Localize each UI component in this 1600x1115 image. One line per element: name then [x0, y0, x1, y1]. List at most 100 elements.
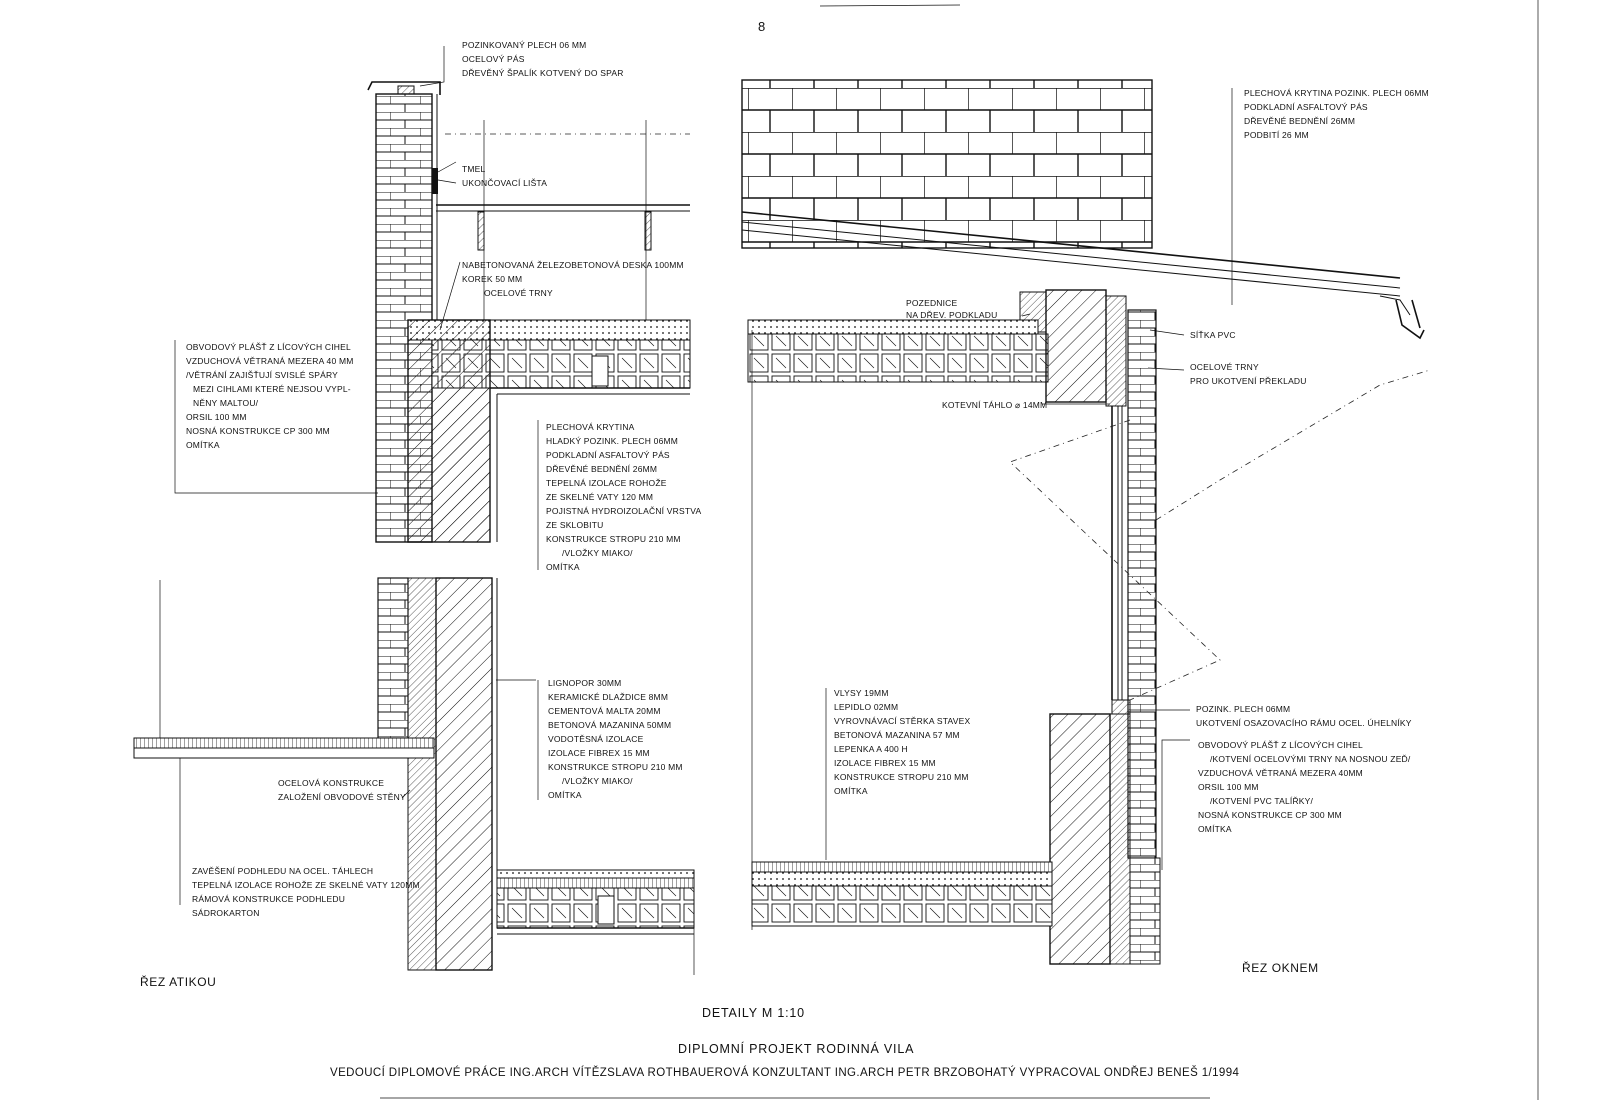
label-sealant-1: TMEL [462, 164, 486, 174]
label-pins: OCELOVÉ TRNY PRO UKOTVENÍ PŘEKLADU [1190, 362, 1307, 386]
label-wall-left-4: MEZI CIHLAMI KTERÉ NEJSOU VYPL- [193, 384, 351, 394]
detail-title: DETAILY M 1:10 [702, 1006, 805, 1020]
label-floor-left-1: LIGNOPOR 30MM [548, 678, 621, 688]
floor-section-left [133, 577, 695, 975]
lower-bearing-wall [435, 577, 493, 971]
caption-right: ŘEZ OKNEM [1242, 960, 1319, 975]
label-floor-left-2: KERAMICKÉ DLAŽDICE 8MM [548, 692, 668, 702]
label-floor-right-4: BETONOVÁ MAZANINA 57 MM [834, 730, 960, 740]
label-roof-left-4: DŘEVĚNÉ BEDNĚNÍ 26MM [546, 464, 657, 474]
gutter [1395, 299, 1425, 340]
label-wall-right: OBVODOVÝ PLÁŠŤ Z LÍCOVÝCH CIHEL /KOTVENÍ… [1198, 740, 1411, 834]
label-floor-left-9: OMÍTKA [548, 790, 582, 800]
label-sill-2: UKOTVENÍ OSAZOVACÍHO RÁMU OCEL. ÚHELNÍKY [1196, 718, 1412, 728]
roof-slope [741, 211, 1401, 279]
sheet-edge-line [819, 4, 961, 7]
floor-structure [496, 887, 695, 929]
page-number: 8 [758, 19, 765, 34]
label-slab-3: OCELOVÉ TRNY [484, 288, 553, 298]
label-floor-right-2: LEPIDLO 02MM [834, 702, 898, 712]
label-wall-right-6: NOSNÁ KONSTRUKCE CP 300 MM [1198, 810, 1342, 820]
label-floor-right-1: VLYSY 19MM [834, 688, 889, 698]
label-roof-left: PLECHOVÁ KRYTINA HLADKÝ POZINK. PLECH 06… [546, 422, 701, 572]
label-floor-left-3: CEMENTOVÁ MALTA 20MM [548, 706, 661, 716]
label-roof-left-9: KONSTRUKCE STROPU 210 MM [546, 534, 681, 544]
label-roof-left-11: OMÍTKA [546, 562, 580, 572]
label-wall-right-7: OMÍTKA [1198, 824, 1232, 834]
floor-slab-left [133, 737, 435, 749]
wooden-block [397, 85, 415, 95]
label-wall-right-5: /KOTVENÍ PVC TALÍŘKY/ [1210, 796, 1314, 806]
caption-left: ŘEZ ATIKOU [140, 974, 216, 989]
label-steel: OCELOVÁ KONSTRUKCE ZALOŽENÍ OBVODOVÉ STĚ… [278, 778, 406, 802]
label-wall-left-8: OMÍTKA [186, 440, 220, 450]
label-floor-right-7: KONSTRUKCE STROPU 210 MM [834, 772, 969, 782]
label-floor-right-3: VYROVNÁVACÍ STĚRKA STAVEX [834, 716, 970, 726]
label-ceiling-2: TEPELNÁ IZOLACE ROHOŽE ZE SKELNÉ VATY 12… [192, 880, 420, 890]
label-parapet-3: DŘEVĚNÝ ŠPALÍK KOTVENÝ DO SPAR [462, 68, 624, 78]
parapet-cap [367, 81, 441, 95]
label-wall-left-7: NOSNÁ KONSTRUKCE CP 300 MM [186, 426, 330, 436]
label-floor-left-4: BETONOVÁ MAZANINA 50MM [548, 720, 671, 730]
label-floor-left-5: VODOTĚSNÁ IZOLACE [548, 734, 644, 744]
label-floor-left-6: IZOLACE FIBREX 15 MM [548, 748, 650, 758]
label-floor-left-8: /VLOŽKY MIAKO/ [562, 776, 633, 786]
label-floor-right-5: LEPENKA A 400 H [834, 744, 908, 754]
ceiling-slab-right [747, 333, 1049, 383]
label-sill-1: POZINK. PLECH 06MM [1196, 704, 1290, 714]
label-roof-left-5: TEPELNÁ IZOLACE ROHOŽE [546, 478, 667, 488]
label-floor-right: VLYSY 19MM LEPIDLO 02MM VYROVNÁVACÍ STĚR… [834, 688, 970, 796]
leader-lines [174, 46, 1233, 870]
label-pins-1: OCELOVÉ TRNY [1190, 362, 1259, 372]
label-roof-left-6: ZE SKELNÉ VATY 120 MM [546, 492, 653, 502]
label-wall-right-3: VZDUCHOVÁ VĚTRANÁ MEZERA 40MM [1198, 768, 1363, 778]
label-floor-right-8: OMÍTKA [834, 786, 868, 796]
label-wall-left-6: ORSIL 100 MM [186, 412, 247, 422]
label-parapet-2: OCELOVÝ PÁS [462, 54, 525, 64]
upper-brick-wall [741, 79, 1153, 249]
window-swing-line [1009, 419, 1221, 701]
label-tie: KOTEVNÍ TÁHLO ⌀ 14MM [942, 400, 1047, 410]
label-roof-right-4: PODBITÍ 26 MM [1244, 130, 1309, 140]
label-roof-right-1: PLECHOVÁ KRYTINA POZINK. PLECH 06MM [1244, 88, 1429, 98]
label-roof-right: PLECHOVÁ KRYTINA POZINK. PLECH 06MM PODK… [1244, 88, 1429, 140]
label-wall-left-1: OBVODOVÝ PLÁŠŤ Z LÍCOVÝCH CIHEL [186, 342, 351, 352]
label-plate: POZEDNICE NA DŘEV. PODKLADU [906, 298, 997, 320]
label-roof-left-8: ZE SKLOBITU [546, 520, 603, 530]
label-ceiling-1: ZAVĚŠENÍ PODHLEDU NA OCEL. TÁHLECH [192, 866, 373, 876]
floor-slab-right [751, 885, 1053, 927]
label-wall-left-5: NĚNY MALTOU/ [193, 398, 259, 408]
label-mesh: SÍŤKA PVC [1190, 330, 1236, 340]
label-roof-left-10: /VLOŽKY MIAKO/ [562, 548, 633, 558]
label-sealant: TMEL UKONČOVACÍ LIŠTA [462, 164, 547, 188]
credits-line: VEDOUCÍ DIPLOMOVÉ PRÁCE ING.ARCH VÍTĚZSL… [330, 1066, 1240, 1079]
label-floor-left: LIGNOPOR 30MM KERAMICKÉ DLAŽDICE 8MM CEM… [548, 678, 683, 800]
label-slab-1: NABETONOVANÁ ŽELEZOBETONOVÁ DESKA 100MM [462, 260, 684, 270]
label-wall-right-1: OBVODOVÝ PLÁŠŤ Z LÍCOVÝCH CIHEL [1198, 740, 1363, 750]
sealant-trim [432, 168, 438, 194]
label-ceiling-3: RÁMOVÁ KONSTRUKCE PODHLEDU [192, 894, 345, 904]
label-roof-left-7: POJISTNÁ HYDROIZOLAČNÍ VRSTVA [546, 506, 701, 516]
label-plate-2: NA DŘEV. PODKLADU [906, 310, 997, 320]
face-brick-wall-right [1127, 309, 1157, 859]
label-parapet-1: POZINKOVANÝ PLECH 06 MM [462, 40, 586, 50]
bearing-wall-right-bottom [1049, 713, 1111, 965]
bearing-wall-right-top [1045, 289, 1107, 403]
label-roof-right-3: DŘEVĚNÉ BEDNĚNÍ 26MM [1244, 116, 1355, 126]
label-roof-left-2: HLADKÝ POZINK. PLECH 06MM [546, 436, 678, 446]
label-pins-2: PRO UKOTVENÍ PŘEKLADU [1190, 376, 1307, 386]
parapet-section [367, 81, 691, 543]
label-roof-right-2: PODKLADNÍ ASFALTOVÝ PÁS [1244, 102, 1368, 112]
label-roof-left-3: PODKLADNÍ ASFALTOVÝ PÁS [546, 450, 670, 460]
label-roof-left-1: PLECHOVÁ KRYTINA [546, 422, 635, 432]
label-ceiling: ZAVĚŠENÍ PODHLEDU NA OCEL. TÁHLECH TEPEL… [192, 866, 420, 918]
label-wall-left-2: VZDUCHOVÁ VĚTRANÁ MEZERA 40 MM [186, 356, 354, 366]
label-parapet: POZINKOVANÝ PLECH 06 MM OCELOVÝ PÁS DŘEV… [462, 40, 624, 78]
project-title: DIPLOMNÍ PROJEKT RODINNÁ VILA [678, 1041, 914, 1056]
label-sealant-2: UKONČOVACÍ LIŠTA [462, 178, 547, 188]
label-steel-1: OCELOVÁ KONSTRUKCE [278, 778, 384, 788]
label-wall-right-4: ORSIL 100 MM [1198, 782, 1259, 792]
label-ceiling-4: SÁDROKARTON [192, 908, 260, 918]
label-floor-left-7: KONSTRUKCE STROPU 210 MM [548, 762, 683, 772]
label-plate-1: POZEDNICE [906, 298, 958, 308]
